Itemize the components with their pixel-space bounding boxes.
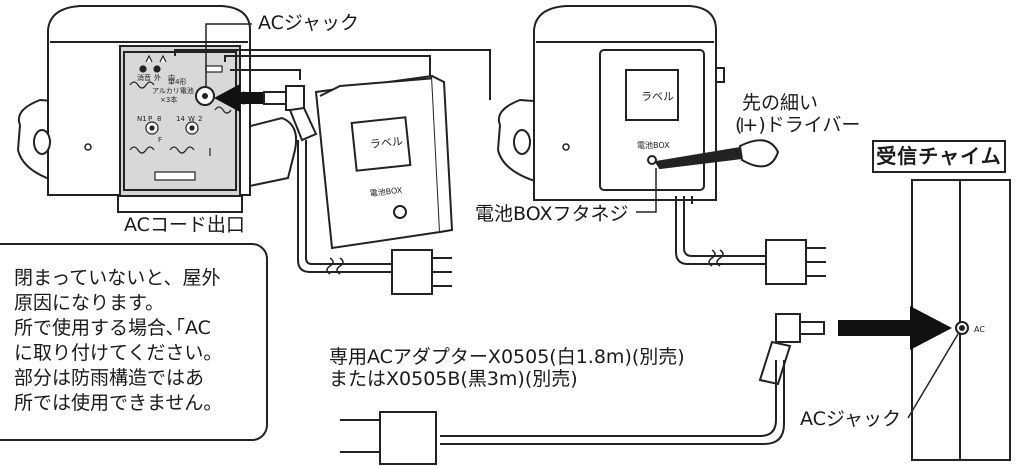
closed-unit-battery-text: 電池BOX	[637, 140, 670, 150]
ac-jack-panel	[195, 86, 215, 106]
battery-box-cover	[314, 74, 454, 250]
mount-hole	[33, 129, 51, 155]
note-line: 所で使用する場合､｢AC	[14, 317, 211, 339]
battery-text-3: ×3本	[160, 95, 177, 104]
transmitter-unit-closed	[496, 5, 725, 201]
note-line: 原因になります。	[14, 292, 165, 314]
switch-label-3: 内	[168, 73, 175, 82]
battery-box-label-sticker: ラベル	[369, 135, 403, 151]
battery-box-cover-text: 電池BOX	[369, 185, 403, 198]
battery-text-1: 単4形	[168, 77, 186, 86]
ac-jack-label-top: ACジャック	[258, 12, 359, 34]
dial-2-label-b: W	[188, 115, 195, 123]
cord-closed-unit	[675, 196, 766, 265]
battery-box-screw-label: 電池BOXフタネジ	[475, 203, 629, 225]
screwdriver	[654, 139, 780, 170]
dial-2-label-c: 2	[198, 115, 202, 123]
adapter-label-1: 専用ACアダプターX0505(白1.8m)(別売)	[329, 346, 685, 368]
receiver-chime	[911, 179, 1011, 461]
cord-routing-lines	[174, 49, 491, 100]
adapter-label-2: またはX0505B(黒3m)(別売)	[329, 368, 578, 390]
battery-text-2: アルカリ電池	[152, 86, 194, 95]
dial-1-label-b: P	[148, 115, 152, 123]
note-line: 所では使用できません。	[14, 392, 223, 414]
ac-jack-leader-top	[205, 23, 252, 86]
ac-plug-right	[440, 313, 825, 445]
note-line: 部分は防雨構造ではあ	[14, 367, 205, 389]
ac-adapter-middle	[765, 239, 826, 285]
caution-note-box: 閉まっていないと、屋外 原因になります。 所で使用する場合､｢AC に取り付けて…	[0, 243, 268, 441]
dial-1-label-c: 8	[157, 115, 161, 123]
thin-driver-label-2: (+)ドライバー	[735, 114, 861, 136]
transmitter-unit-open	[16, 5, 298, 213]
ac-cord-outlet-label: ACコード出口	[124, 214, 245, 236]
receiver-chime-title: 受信チャイム	[872, 140, 1006, 173]
dial-1-label-a: N1	[137, 115, 147, 123]
insert-arrow-right	[838, 306, 952, 350]
ac-plug-left	[263, 85, 392, 273]
closed-unit-label-sticker: ラベル	[641, 90, 674, 103]
dial-2-label-a: 14	[176, 115, 185, 123]
ac-adapter-bottom	[340, 411, 437, 465]
battery-compartment	[129, 54, 232, 181]
switch-label-2: 外	[154, 73, 161, 82]
thin-driver-label-1: 先の細い	[742, 92, 819, 114]
switch-label-1: 消音	[137, 73, 151, 82]
dial-f-label: F	[158, 136, 162, 144]
ac-jack-label-bottom: ACジャック	[800, 408, 901, 430]
ac-adapter-left	[391, 249, 452, 295]
ac-small-label: AC	[974, 325, 985, 334]
note-line: 閉まっていないと、屋外	[14, 267, 221, 289]
note-line: に取り付けてください。	[14, 342, 223, 364]
